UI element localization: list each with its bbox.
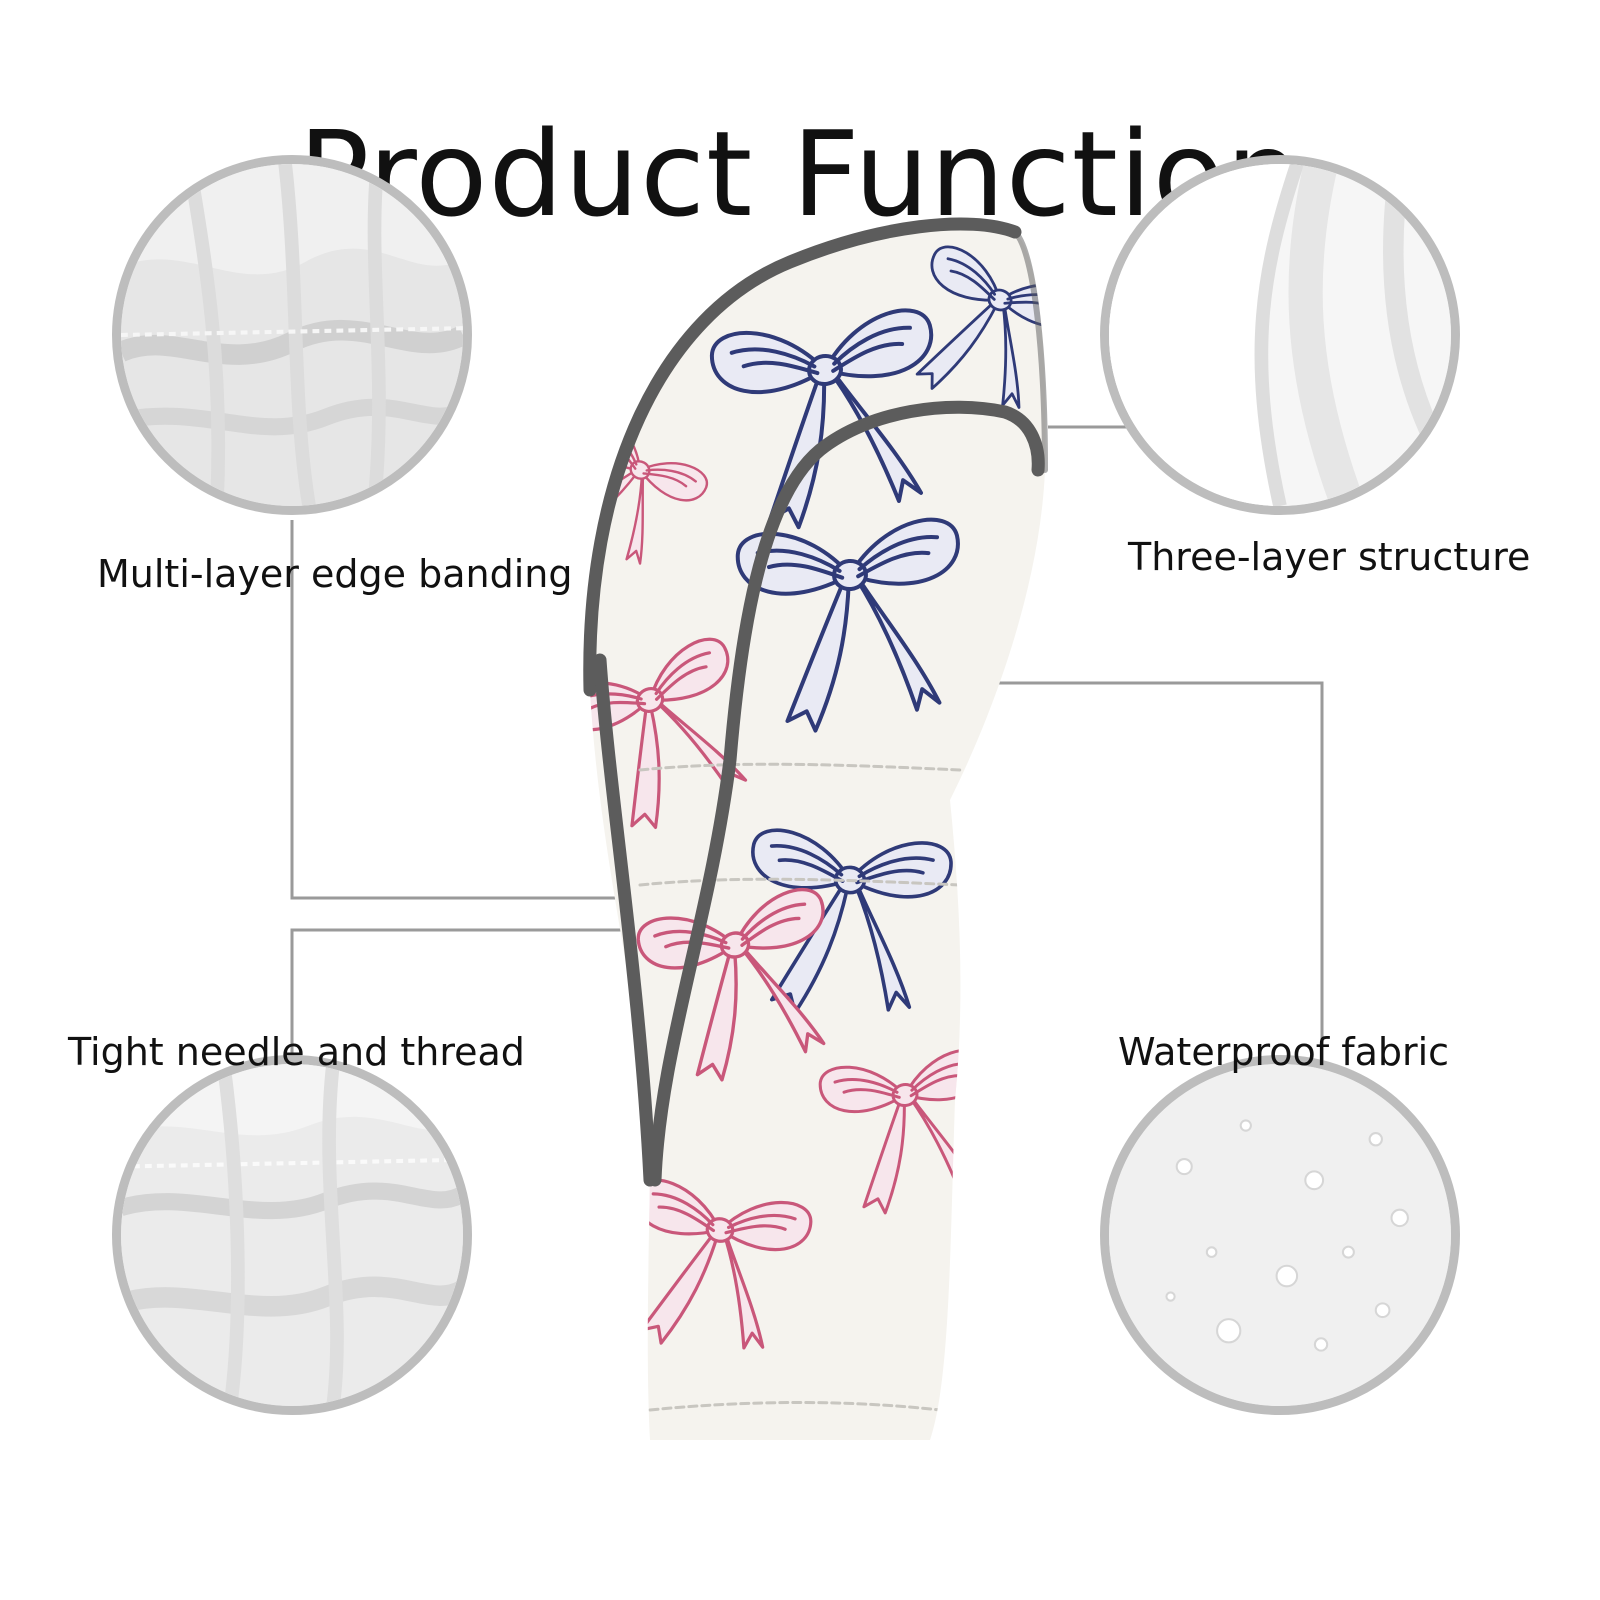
leader-line-waterproof [990,681,1324,1082]
detail-circle-needle-thread [112,1055,472,1415]
leader-line-edge-banding [290,520,652,900]
detail-circle-three-layer [1100,155,1460,515]
feature-label-needle-thread: Tight needle and thread [68,1030,525,1074]
leader-line-needle-thread [290,928,655,1082]
feature-label-edge-banding: Multi-layer edge banding [97,552,573,596]
page-title: Product Function [298,105,1302,244]
feature-label-three-layer: Three-layer structure [1128,535,1531,579]
detail-circle-waterproof [1100,1055,1460,1415]
detail-circle-edge-banding [112,155,472,515]
feature-label-waterproof: Waterproof fabric [1118,1030,1450,1074]
